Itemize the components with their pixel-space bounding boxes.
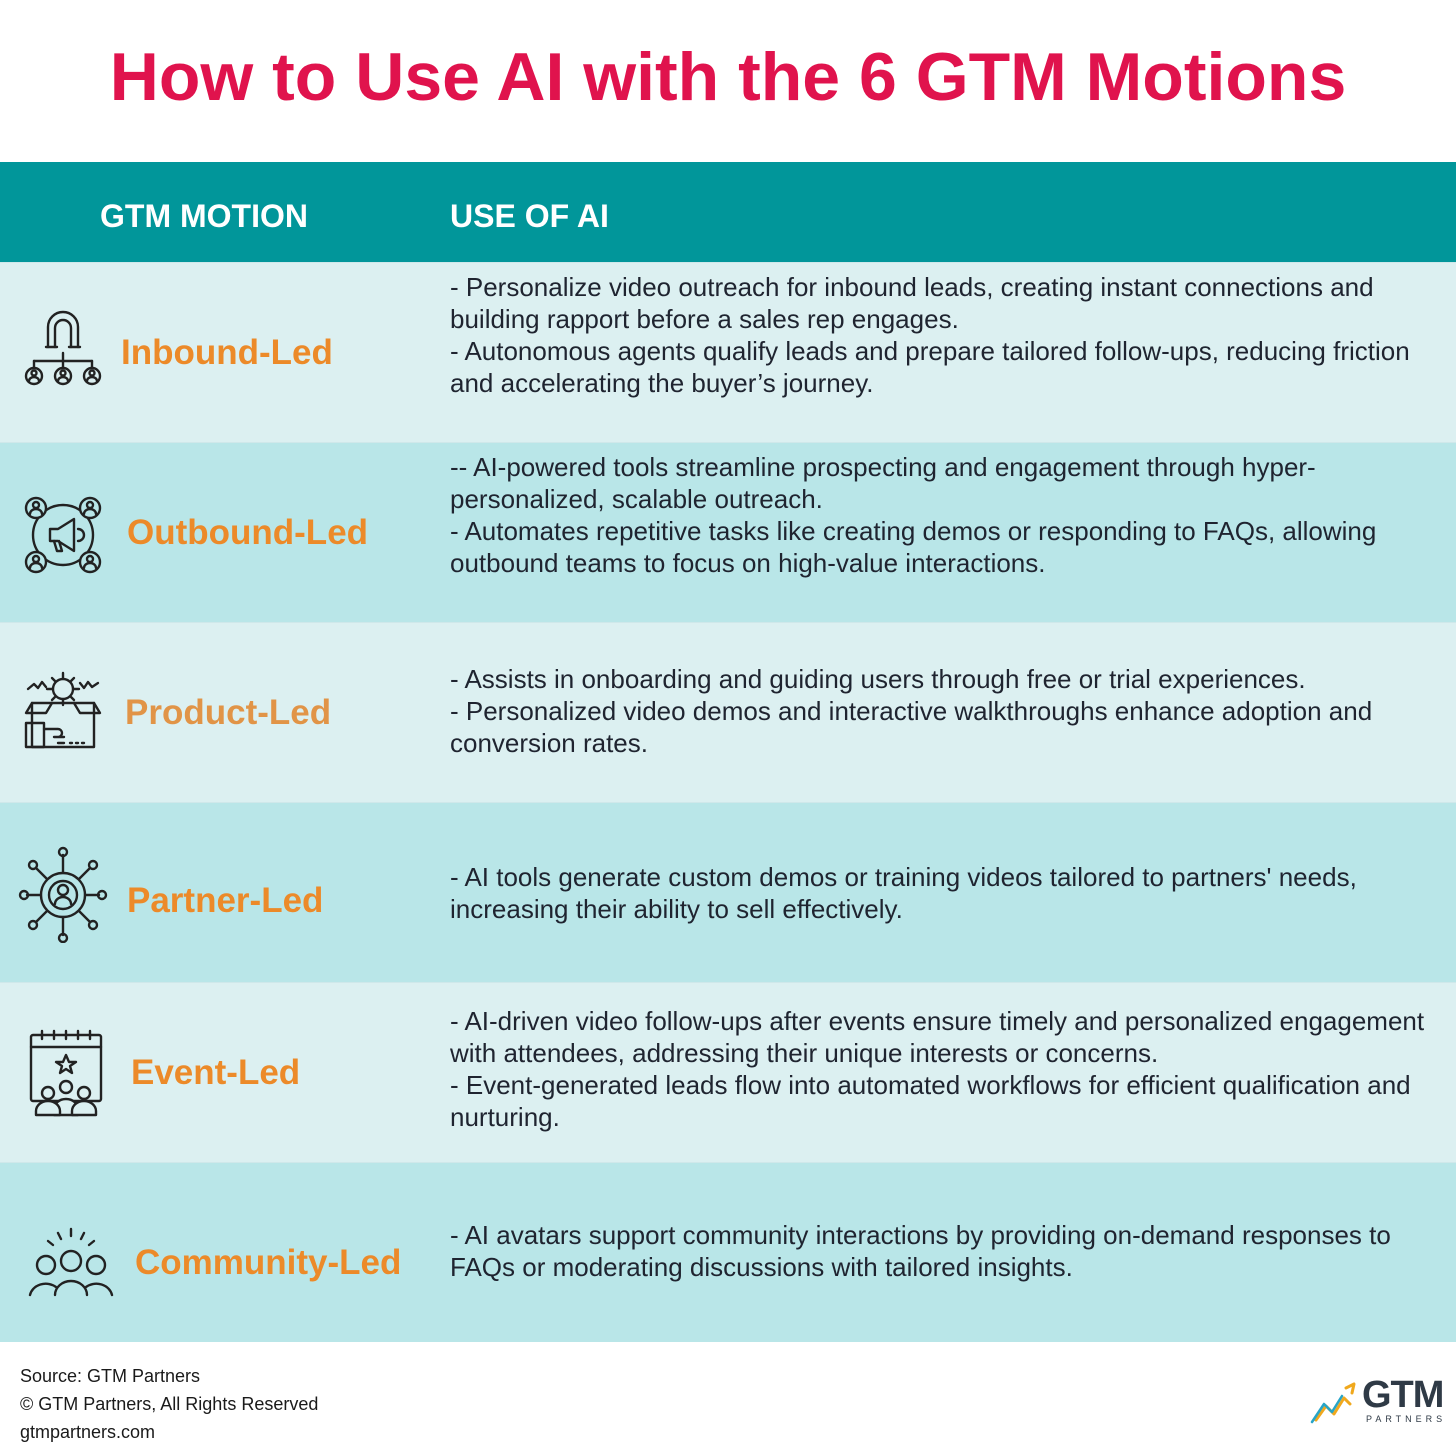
- header-gtm-motion: GTM MOTION: [100, 198, 308, 234]
- motion-label: Inbound-Led: [121, 333, 333, 372]
- table-row-outbound-led: Outbound-Led -- AI-powered tools streaml…: [0, 442, 1456, 622]
- footer-url[interactable]: gtmpartners.com: [20, 1422, 156, 1442]
- footer: Source: GTM Partners © GTM Partners, All…: [20, 1362, 318, 1446]
- motion-label: Outbound-Led: [127, 513, 369, 552]
- description-line: - Event-generated leads flow into automa…: [450, 1070, 1411, 1132]
- description-line: - Automates repetitive tasks like creati…: [450, 516, 1377, 578]
- event-calendar-people-icon: [18, 1023, 108, 1123]
- motion-label: Partner-Led: [127, 881, 324, 920]
- table-row-inbound-led: Inbound-Led - Personalize video outreach…: [0, 262, 1456, 442]
- motion-label: Event-Led: [131, 1053, 301, 1092]
- product-box-hand-icon: [18, 663, 108, 763]
- description-line: - Personalize video outreach for inbound…: [450, 272, 1374, 334]
- motion-description: -- AI-powered tools streamline prospecti…: [450, 451, 1440, 579]
- table-row-community-led: Community-Led - AI avatars support commu…: [0, 1162, 1456, 1342]
- header-use-of-ai: USE OF AI: [450, 198, 609, 234]
- gtm-partners-logo: GTM PARTNERS: [1310, 1374, 1450, 1430]
- partner-network-icon: [18, 843, 108, 944]
- logo-wordmark: GTM: [1362, 1374, 1444, 1416]
- motion-label: Product-Led: [125, 693, 332, 732]
- table-header: GTM MOTION USE OF AI: [0, 162, 1456, 262]
- motion-label: Community-Led: [135, 1243, 402, 1282]
- community-group-icon: [26, 1219, 116, 1319]
- description-line: - AI-driven video follow-ups after event…: [450, 1006, 1425, 1068]
- inbound-funnel-people-icon: [18, 303, 108, 403]
- motion-description: - AI tools generate custom demos or trai…: [450, 861, 1440, 925]
- footer-source: Source: GTM Partners: [20, 1366, 201, 1386]
- page-title: How to Use AI with the 6 GTM Motions: [109, 39, 1347, 115]
- description-line: -- AI-powered tools streamline prospecti…: [450, 452, 1316, 514]
- megaphone-people-icon: [18, 483, 108, 583]
- description-line: - Autonomous agents qualify leads and pr…: [450, 336, 1410, 398]
- motion-description: - Personalize video outreach for inbound…: [450, 271, 1440, 399]
- description-line: - Personalized video demos and interacti…: [450, 696, 1373, 758]
- motion-description: - Assists in onboarding and guiding user…: [450, 663, 1440, 759]
- table-row-product-led: Product-Led - Assists in onboarding and …: [0, 622, 1456, 802]
- description-line: - Assists in onboarding and guiding user…: [450, 664, 1306, 694]
- footer-copyright: © GTM Partners, All Rights Reserved: [20, 1394, 319, 1414]
- description-line: - AI tools generate custom demos or trai…: [450, 862, 1357, 924]
- table-row-event-led: Event-Led - AI-driven video follow-ups a…: [0, 982, 1456, 1162]
- motion-description: - AI avatars support community interacti…: [450, 1219, 1440, 1283]
- description-line: - AI avatars support community interacti…: [450, 1220, 1391, 1282]
- table-row-partner-led: Partner-Led - AI tools generate custom d…: [0, 802, 1456, 982]
- growth-chart-icon: [1310, 1380, 1360, 1424]
- motion-description: - AI-driven video follow-ups after event…: [450, 1005, 1440, 1133]
- logo-subtitle: PARTNERS: [1366, 1414, 1447, 1424]
